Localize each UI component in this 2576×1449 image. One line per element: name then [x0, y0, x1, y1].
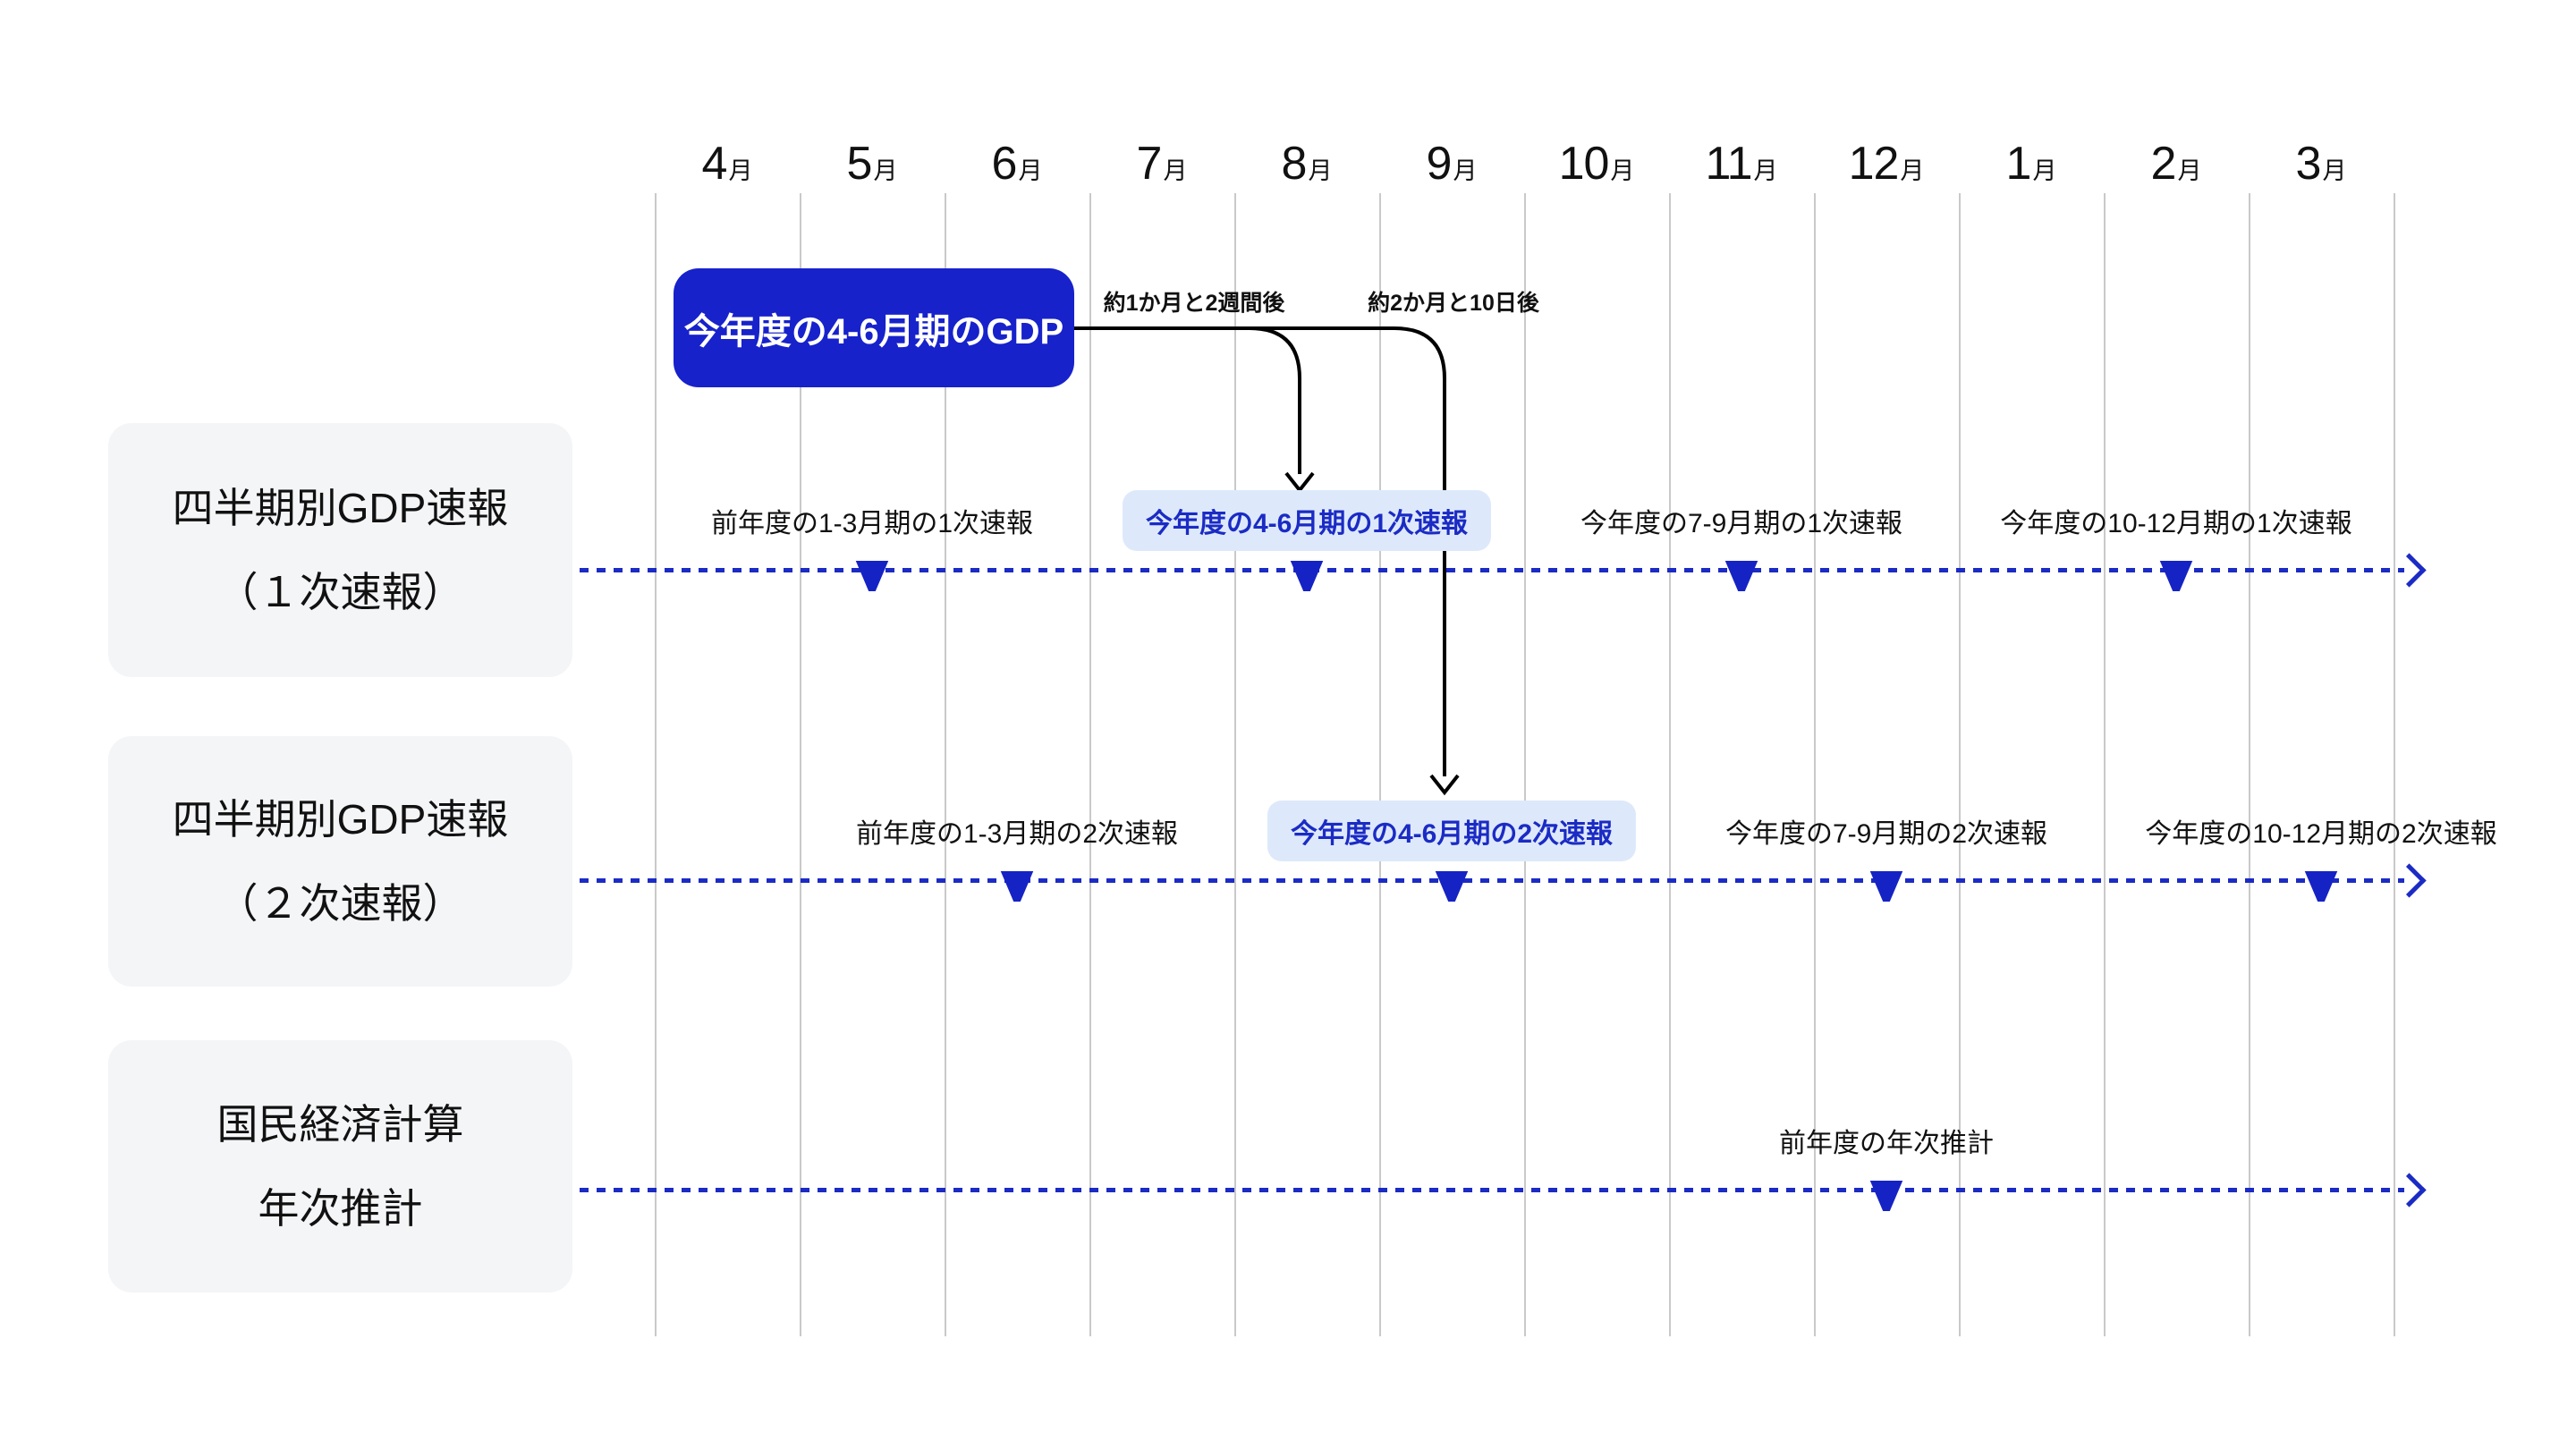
- month-suffix: 月: [2032, 157, 2057, 184]
- month-number: 9: [1426, 138, 1453, 190]
- row-title-box: 国民経済計算年次推計: [108, 1040, 572, 1292]
- month-gridline: [1379, 193, 1381, 1336]
- month-gridline: [1959, 193, 1961, 1336]
- event-label: 今年度の7-9月期の2次速報: [1724, 819, 2048, 849]
- month-suffix: 月: [1308, 157, 1333, 184]
- month-number: 10: [1558, 138, 1610, 190]
- month-gridline: [2394, 193, 2395, 1336]
- month-number: 1: [2005, 138, 2032, 190]
- month-gridline: [800, 193, 801, 1336]
- month-suffix: 月: [1753, 157, 1778, 184]
- timeline-dotted-line: [580, 1188, 2404, 1192]
- event-label: 前年度の年次推計: [1779, 1129, 1994, 1158]
- month-suffix: 月: [1018, 157, 1043, 184]
- event-label: 今年度の10-12月期の1次速報: [2000, 509, 2352, 538]
- timeline-dotted-line: [580, 568, 2404, 572]
- row-title-line: 四半期別GDP速報: [172, 796, 509, 843]
- row-title-box: 四半期別GDP速報 （２次速報）: [108, 736, 572, 987]
- month-number: 11: [1705, 138, 1753, 190]
- month-gridline: [1524, 193, 1526, 1336]
- row-title-box: 四半期別GDP速報 （１次速報）: [108, 423, 572, 677]
- connector-arrow-line: [1074, 326, 1446, 776]
- month-number: 7: [1136, 138, 1163, 190]
- month-suffix: 月: [1610, 157, 1635, 184]
- row-title-line: 四半期別GDP速報: [172, 485, 509, 531]
- row-title-line: （１次速報）: [216, 569, 464, 615]
- row-title-line: 年次推計: [258, 1185, 423, 1232]
- month-gridline: [655, 193, 657, 1336]
- month-suffix: 月: [1453, 157, 1478, 184]
- month-number: 6: [991, 138, 1018, 190]
- month-suffix: 月: [2322, 157, 2347, 184]
- month-suffix: 月: [1900, 157, 1925, 184]
- source-gdp-box: 今年度の4-6月期のGDP: [674, 268, 1074, 387]
- event-label: 今年度の10-12月期の2次速報: [2145, 819, 2497, 849]
- month-number: 5: [846, 138, 873, 190]
- event-label-highlighted: 今年度の4-6月期の1次速報: [1122, 490, 1492, 551]
- event-label: 今年度の7-9月期の1次速報: [1580, 509, 1903, 538]
- event-label: 前年度の1-3月期の1次速報: [710, 509, 1034, 538]
- timeline-dotted-line: [580, 878, 2404, 883]
- connector-arrow-line: [1249, 326, 1301, 474]
- month-number: 2: [2150, 138, 2177, 190]
- connector-duration-label: 約2か月と10日後: [1368, 291, 1539, 316]
- event-label-highlighted: 今年度の4-6月期の2次速報: [1267, 801, 1637, 861]
- month-suffix: 月: [873, 157, 898, 184]
- month-gridline: [2249, 193, 2250, 1336]
- connector-arrowhead-icon: [1284, 471, 1315, 494]
- month-gridline: [1234, 193, 1236, 1336]
- month-number: 8: [1281, 138, 1308, 190]
- month-gridline: [1089, 193, 1091, 1336]
- month-suffix: 月: [728, 157, 753, 184]
- month-gridline: [1814, 193, 1816, 1336]
- month-number: 3: [2295, 138, 2322, 190]
- connector-arrowhead-icon: [1429, 774, 1460, 796]
- month-number: 12: [1848, 138, 1900, 190]
- connector-duration-label: 約1か月と2週間後: [1103, 291, 1285, 316]
- month-suffix: 月: [2177, 157, 2202, 184]
- event-label: 前年度の1-3月期の2次速報: [855, 819, 1179, 849]
- month-gridline: [2104, 193, 2106, 1336]
- month-suffix: 月: [1163, 157, 1188, 184]
- month-gridline: [1669, 193, 1671, 1336]
- row-title-line: 国民経済計算: [216, 1101, 464, 1148]
- source-gdp-label: 今年度の4-6月期のGDP: [683, 311, 1064, 352]
- row-title-line: （２次速報）: [216, 880, 464, 927]
- month-gridline: [945, 193, 946, 1336]
- month-number: 4: [701, 138, 728, 190]
